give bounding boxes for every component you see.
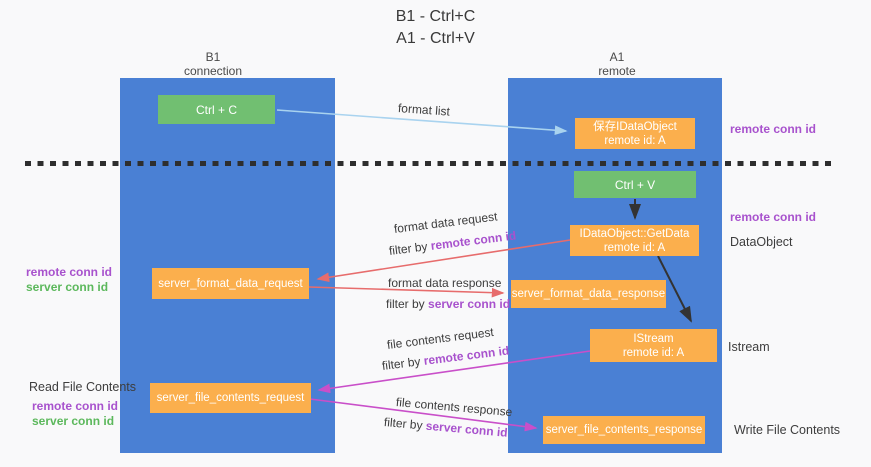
label-file-contents-response: file contents response [395, 395, 513, 420]
annotation-remote-conn-id-mid: remote conn id [730, 210, 817, 224]
annotation-left-remote-conn-id-bottom: remote conn id [32, 399, 119, 413]
filter-by-prefix: filter by [386, 297, 429, 311]
label-file-contents-response-filter: filter by server conn id [383, 415, 508, 440]
annotation-dataobject: DataObject [730, 235, 793, 249]
node-server-format-data-response-label: server_format_data_response [511, 288, 666, 300]
node-server-file-contents-response: server_file_contents_response [543, 416, 705, 444]
filter-key-remote-conn-id: remote conn id [429, 228, 517, 253]
filter-by-prefix: filter by [388, 238, 432, 258]
node-ctrl-v: Ctrl + V [574, 171, 696, 198]
node-server-format-data-request-label: server_format_data_request [158, 277, 303, 290]
label-format-data-response: format data response [388, 276, 502, 290]
node-idataobject-getdata: IDataObject::GetData remote id: A [570, 225, 699, 256]
node-server-file-contents-response-label: server_file_contents_response [545, 424, 703, 436]
node-istream-line1: IStream [633, 332, 674, 345]
node-ctrl-c: Ctrl + C [158, 95, 275, 124]
lane-a1-subtitle: remote [598, 64, 636, 78]
label-format-data-response-filter: filter by server conn id [386, 297, 510, 311]
lane-b1-subtitle: connection [183, 64, 243, 78]
node-idataobject-getdata-line2: remote id: A [603, 241, 666, 254]
filter-key-server-conn-id: server conn id [428, 297, 511, 311]
node-server-format-data-request: server_format_data_request [152, 268, 309, 299]
session-divider-dashed-line [25, 161, 832, 166]
label-format-list: format list [397, 101, 451, 119]
node-ctrl-v-label: Ctrl + V [614, 177, 656, 192]
title-line-1: B1 - Ctrl+C [395, 8, 476, 25]
diagram-title: B1 - Ctrl+C A1 - Ctrl+V [0, 6, 871, 50]
node-saved-dataobject-line1: 保存IDataObject [593, 120, 677, 133]
annotation-write-file-contents: Write File Contents [734, 423, 841, 437]
node-saved-dataobject-line2: remote id: A [604, 134, 666, 147]
annotation-left-server-conn-id-bottom: server conn id [32, 414, 115, 428]
node-saved-dataobject: 保存IDataObject remote id: A [575, 118, 695, 149]
node-server-file-contents-request-label: server_file_contents_request [156, 392, 305, 404]
annotation-read-file-contents: Read File Contents [29, 380, 137, 394]
lane-header-a1: A1 remote [562, 50, 672, 78]
node-istream-line2: remote id: A [622, 346, 685, 359]
annotation-left-remote-conn-id-mid: remote conn id [26, 265, 113, 279]
filter-key-remote-conn-id: remote conn id [422, 343, 510, 368]
node-server-format-data-response: server_format_data_response [511, 280, 666, 308]
node-ctrl-c-label: Ctrl + C [195, 102, 237, 117]
node-idataobject-getdata-line1: IDataObject::GetData [579, 227, 690, 240]
filter-key-server-conn-id: server conn id [425, 418, 509, 440]
annotation-left-server-conn-id-mid: server conn id [26, 280, 109, 294]
lane-a1-title: A1 [609, 50, 625, 64]
filter-by-prefix: filter by [381, 353, 425, 373]
title-line-2: A1 - Ctrl+V [396, 30, 475, 47]
node-istream: IStream remote id: A [590, 329, 717, 362]
annotation-istream: Istream [728, 340, 770, 354]
annotation-remote-conn-id-top: remote conn id [730, 122, 817, 136]
filter-by-prefix: filter by [383, 415, 427, 433]
lane-header-b1: B1 connection [158, 50, 268, 78]
lane-b1-title: B1 [205, 50, 221, 64]
node-server-file-contents-request: server_file_contents_request [150, 383, 311, 413]
